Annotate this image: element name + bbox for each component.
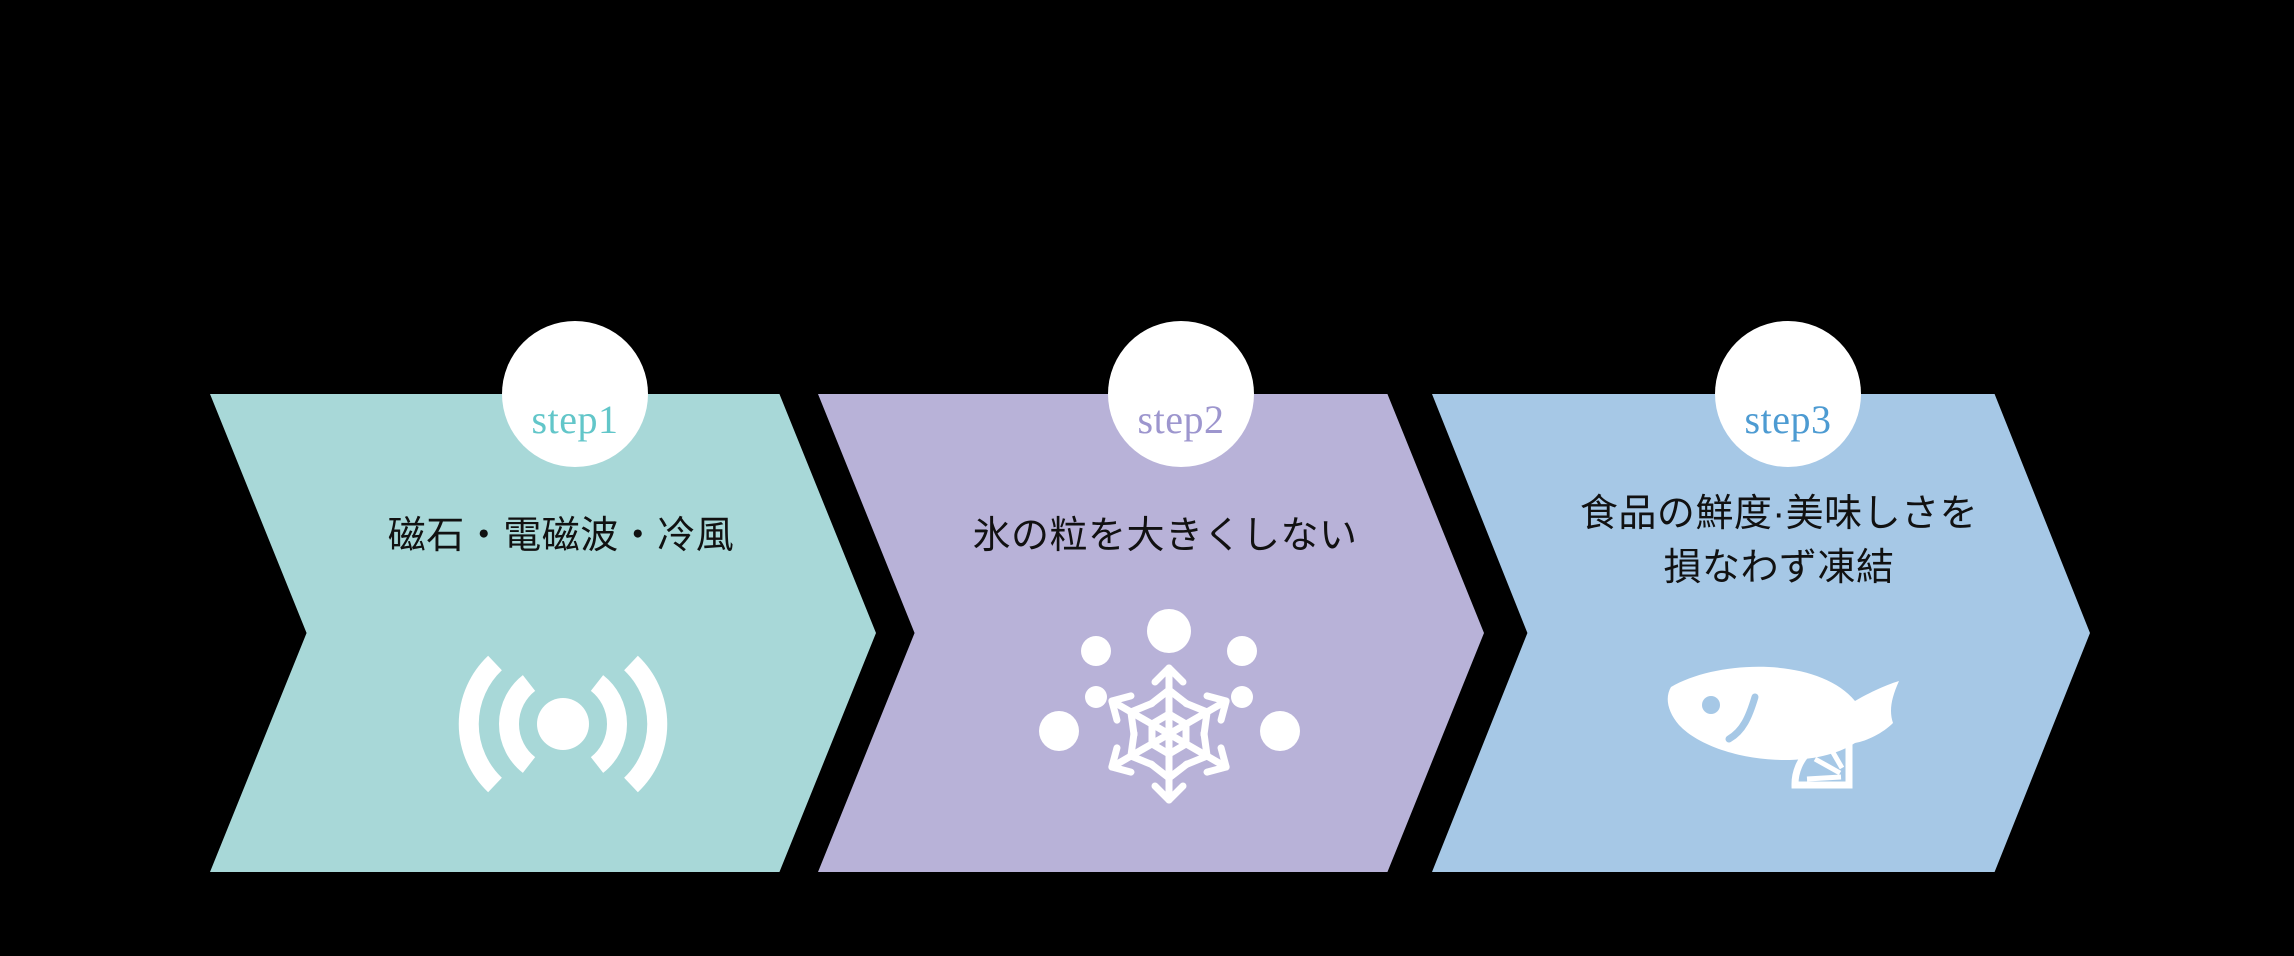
step-badge-1: step1: [502, 321, 648, 467]
process-step-2[interactable]: step2 氷の粒を大きくしない: [818, 321, 1484, 872]
step-badge-label-1: step1: [531, 397, 619, 442]
step-caption-3: 食品の鮮度·美味しさを 損なわず凍結: [1579, 493, 1979, 589]
step-caption-1: 磁石・電磁波・冷風: [387, 515, 735, 557]
step-badge-label-3: step3: [1744, 397, 1832, 442]
process-step-3[interactable]: step3 食品の鮮度·美味しさを 損なわず凍結: [1432, 321, 2090, 872]
fish-with-lemon-icon: [1667, 666, 1899, 789]
chevron-shape-step-1: [210, 394, 876, 872]
process-step-1[interactable]: step1 磁石・電磁波・冷風: [210, 321, 876, 872]
step-badge-3: step3: [1715, 321, 1861, 467]
wireless-signal-icon: [458, 655, 668, 793]
chevron-shape-step-3: [1432, 394, 2090, 872]
step-icon-2-wrapper: [836, 604, 1502, 814]
step-caption-2: 氷の粒を大きくしない: [972, 515, 1358, 557]
snowflake-icon: [1039, 609, 1300, 804]
step-icon-3-wrapper: [1460, 634, 2118, 814]
step-icon-1-wrapper: [230, 644, 896, 804]
step-badge-2: step2: [1108, 321, 1254, 467]
step-badge-label-2: step2: [1137, 397, 1225, 442]
